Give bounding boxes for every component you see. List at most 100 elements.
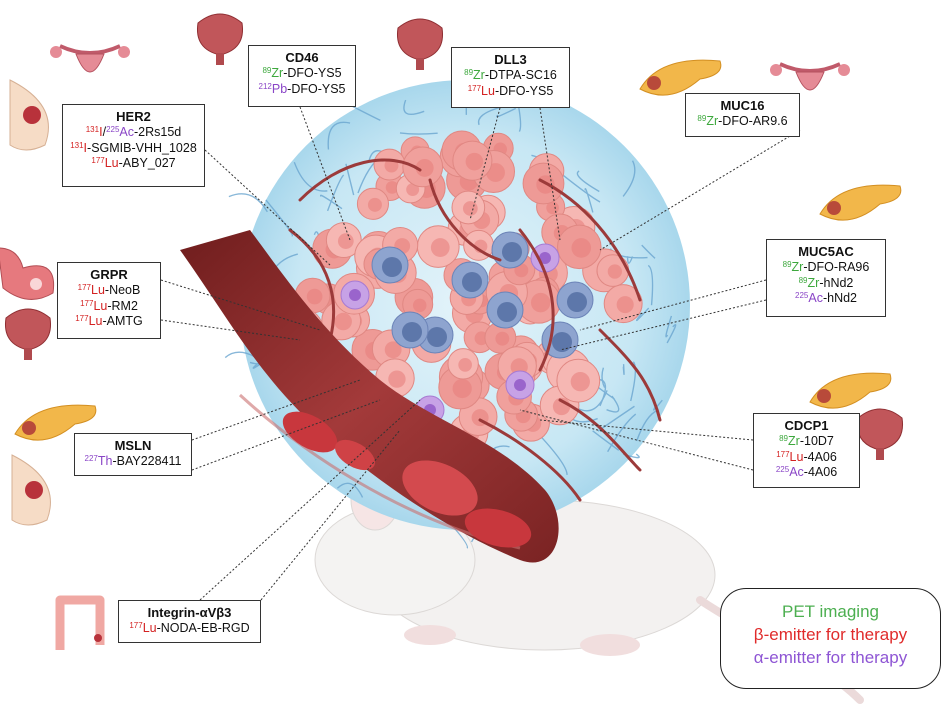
target-title: CD46: [285, 50, 319, 65]
agent-line: 177Lu-4A06: [776, 449, 837, 464]
capillary: [228, 193, 268, 213]
capillary: [622, 160, 636, 197]
target-title: CDCP1: [784, 418, 829, 433]
tumor-cell-nucleus: [462, 201, 478, 216]
tumor-cell-nucleus: [367, 197, 382, 212]
agent-line: 89Zr-hNd2: [798, 275, 854, 290]
stromal-cell-nucleus: [349, 289, 361, 301]
connector-line: [191, 379, 361, 441]
connector-line: [160, 319, 301, 341]
legend: PET imaging β-emitter for therapy α-emit…: [720, 588, 941, 689]
target-box-msln: MSLN 227Th-BAY228411: [74, 433, 192, 476]
agent-line: 225Ac-hNd2: [795, 291, 857, 305]
capillary: [539, 434, 568, 475]
connector-line: [559, 299, 767, 351]
capillary: [496, 107, 517, 118]
tumor-cell-nucleus: [514, 263, 529, 278]
capillary: [265, 199, 294, 237]
tumor-blood-vessel: [598, 328, 662, 422]
capillary: [601, 367, 606, 388]
capillary: [665, 315, 673, 338]
blood-vessel: [180, 230, 559, 563]
tumor-cell-nucleus: [388, 370, 406, 388]
agent-line: 89Zr-DTPA-SC16: [464, 68, 557, 82]
pancreas-icon: [639, 59, 722, 96]
capillary: [607, 413, 637, 453]
tumor-cell-nucleus: [458, 358, 472, 372]
legend-beta-emitter: β-emitter for therapy: [753, 625, 908, 644]
tumor-blood-vessel: [298, 158, 422, 202]
immune-cell-nucleus: [382, 257, 402, 277]
uterus-icon: [770, 62, 850, 91]
target-title: MUC16: [720, 98, 765, 113]
mouse: [314, 469, 864, 704]
agent-line: 177Lu-DFO-YS5: [467, 83, 554, 98]
legend-pet-imaging: PET imaging: [781, 602, 879, 621]
tumor-cell-nucleus: [530, 292, 551, 313]
tumor-cell-nucleus: [452, 378, 472, 399]
agent-line: 89Zr-DFO-YS5: [262, 66, 342, 80]
target-box-muc16: MUC16 89Zr-DFO-AR9.6: [685, 93, 800, 137]
capillary: [345, 163, 355, 196]
tumor-cell-nucleus: [607, 264, 622, 279]
connector-line: [519, 409, 754, 471]
capillary: [319, 194, 343, 210]
colon-icon: [55, 595, 105, 650]
target-title: GRPR: [90, 267, 128, 282]
capillary: [561, 173, 601, 203]
bladder-icon: [856, 408, 904, 460]
capillary: [635, 307, 650, 321]
connector-line: [199, 399, 421, 601]
tumor-cell-nucleus: [430, 238, 450, 257]
tumor-blood-vessel: [428, 178, 502, 262]
bladder-icon: [4, 308, 52, 360]
capillary: [626, 256, 634, 264]
tumor-blood-vessel: [518, 228, 555, 372]
capillary: [577, 390, 608, 412]
tumor-blood-vessel: [558, 398, 642, 472]
capillary: [576, 170, 600, 193]
capillary: [652, 399, 663, 411]
capillary: [293, 161, 328, 192]
tumor-cell-nucleus: [571, 238, 592, 258]
agent-line: 131I/225Ac-2Rs15d: [85, 125, 182, 139]
tumor-cell-nucleus: [415, 158, 434, 177]
agent-line: 89Zr-DFO-RA96: [782, 260, 870, 274]
target-title: Integrin-αVβ3: [147, 605, 232, 620]
agent-line: 227Th-BAY228411: [84, 454, 182, 468]
agent-line: 225Ac-4A06: [775, 465, 838, 479]
uterus-icon: [50, 44, 130, 73]
breast-icon: [9, 79, 49, 151]
target-title: MSLN: [114, 438, 152, 453]
tumor-cell-nucleus: [406, 183, 420, 197]
tumor-cell-nucleus: [337, 233, 354, 249]
capillary: [592, 430, 620, 451]
tumor-blood-vessel: [478, 418, 582, 502]
capillary: [326, 174, 345, 212]
pancreas-icon: [809, 372, 892, 409]
tumor-cell-nucleus: [306, 288, 323, 305]
capillary: [327, 121, 351, 150]
immune-cell-nucleus: [502, 242, 522, 262]
immune-cell-nucleus: [567, 292, 587, 312]
connector-line: [191, 399, 381, 471]
tumor-blood-vessel: [288, 228, 336, 342]
stomach-icon: [0, 247, 55, 300]
tumor-cell-nucleus: [334, 312, 352, 331]
capillary: [584, 188, 594, 213]
capillary: [399, 132, 438, 135]
target-title: MUC5AC: [798, 244, 854, 259]
capillary: [635, 409, 658, 442]
capillary: [641, 244, 656, 259]
tumor-cell-nucleus: [384, 158, 399, 173]
connector-line: [204, 149, 331, 266]
tumor-cell-nucleus: [385, 181, 399, 194]
immune-cell-nucleus: [402, 322, 422, 342]
tumor-blood-vessel: [538, 178, 642, 302]
capillary: [630, 361, 637, 402]
